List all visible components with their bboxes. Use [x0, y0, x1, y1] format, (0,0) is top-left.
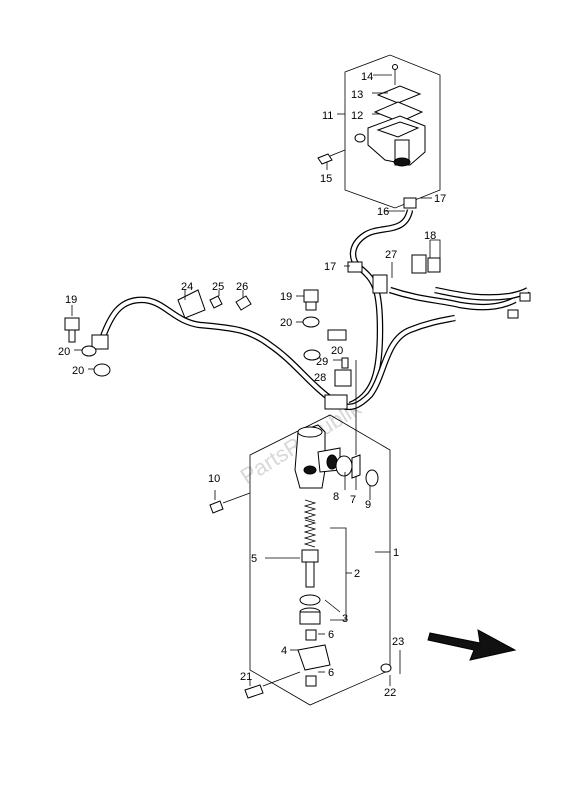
- callout-22: 22: [384, 687, 396, 699]
- callout-27: 27: [385, 249, 397, 261]
- callout-20-mid-lower: 20: [331, 345, 343, 357]
- callout-5: 5: [251, 553, 257, 565]
- reservoir-hose: [344, 197, 432, 409]
- callout-24: 24: [181, 281, 193, 293]
- callout-19-mid: 19: [280, 291, 292, 303]
- rear-brake-hose: [91, 289, 456, 411]
- master-cylinder-group: [209, 360, 401, 706]
- callout-7: 7: [350, 494, 356, 506]
- master-cylinder-banjo-hardware: [296, 289, 352, 387]
- left-banjo-hardware: [64, 305, 111, 377]
- callout-6-upper: 6: [328, 629, 334, 641]
- callout-12: 12: [351, 110, 363, 122]
- callout-20-mid-upper: 20: [280, 317, 292, 329]
- callout-2: 2: [354, 568, 360, 580]
- callout-14: 14: [361, 71, 373, 83]
- forward-arrow-icon: [427, 629, 517, 661]
- callout-13: 13: [351, 89, 363, 101]
- callout-26: 26: [236, 281, 248, 293]
- callout-25: 25: [212, 281, 224, 293]
- callout-1: 1: [393, 547, 399, 559]
- callout-20-left-lower: 20: [72, 365, 84, 377]
- callout-18: 18: [424, 230, 436, 242]
- callout-20-left-upper: 20: [58, 346, 70, 358]
- callout-4: 4: [281, 645, 287, 657]
- brake-pipes: [372, 239, 531, 319]
- callout-9: 9: [365, 499, 371, 511]
- callout-15: 15: [320, 173, 332, 185]
- callout-17-top: 17: [434, 193, 446, 205]
- callout-23: 23: [392, 636, 404, 648]
- callout-29: 29: [316, 356, 328, 368]
- callout-17-mid: 17: [324, 261, 336, 273]
- callout-labels: 14 13 12 11 15 17 16 18 27 17 24 25 26 1…: [58, 71, 446, 699]
- callout-21: 21: [240, 671, 252, 683]
- callout-3: 3: [342, 613, 348, 625]
- callout-19-left: 19: [65, 294, 77, 306]
- callout-8: 8: [333, 491, 339, 503]
- callout-28: 28: [314, 372, 326, 384]
- callout-11: 11: [322, 110, 333, 122]
- callout-16: 16: [377, 206, 389, 218]
- callout-10: 10: [208, 473, 220, 485]
- reservoir-group: [317, 54, 441, 209]
- callout-6-lower: 6: [328, 667, 334, 679]
